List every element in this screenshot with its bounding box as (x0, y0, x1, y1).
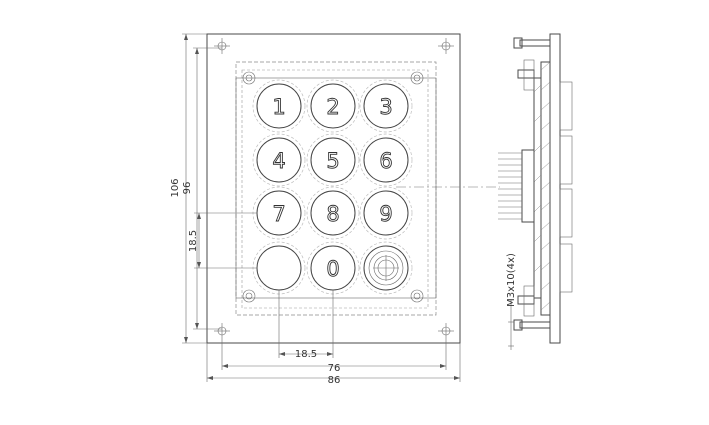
screw-head (410, 289, 424, 303)
side-view: M3x10(4x) (498, 33, 573, 350)
front-view: 1 2 3 4 5 6 (206, 33, 500, 344)
side-key-cap (559, 81, 573, 131)
dim-height-outer: 106 (170, 178, 181, 197)
key-label: 9 (379, 202, 392, 226)
side-key-cap (559, 188, 573, 238)
key-label: 4 (272, 149, 285, 173)
side-key-cap (559, 135, 573, 185)
side-key-cap (559, 243, 573, 293)
key-blank (252, 241, 306, 295)
side-connector-pins (498, 149, 535, 223)
screw-head (242, 289, 256, 303)
key-label: 6 (379, 149, 392, 173)
key-4: 4 (252, 133, 306, 187)
screw-spec-label: M3x10(4x) (506, 253, 517, 307)
plate-mounting-holes (214, 38, 454, 339)
key-0: 0 (306, 241, 360, 295)
side-pcb (533, 77, 542, 299)
key-label: 1 (272, 95, 285, 119)
key-label: 7 (272, 202, 285, 226)
screw-head (410, 71, 424, 85)
dim-width-outer: 86 (328, 375, 341, 386)
dim-key-pitch-vertical: 18.5 (188, 230, 199, 252)
dim-height-inner: 96 (182, 182, 193, 195)
dimensions: 106 96 18.5 18.5 76 86 (170, 33, 461, 386)
key-label: 2 (326, 95, 339, 119)
panel-screws (242, 71, 424, 303)
side-nut-bottom (517, 295, 535, 305)
side-nut-top (517, 69, 535, 79)
led-indicator (359, 241, 413, 295)
side-hatching (533, 61, 551, 311)
key-5: 5 (306, 133, 360, 187)
key-8: 8 (306, 186, 360, 240)
dim-key-pitch-horizontal: 18.5 (295, 349, 317, 360)
key-3: 3 (359, 79, 413, 133)
key-label: 8 (326, 202, 339, 226)
outer-plate-outline (206, 33, 461, 344)
side-screw-bottom (519, 321, 551, 329)
key-label: 3 (379, 95, 392, 119)
key-6: 6 (359, 133, 413, 187)
side-screw-top (519, 39, 551, 47)
key-2: 2 (306, 79, 360, 133)
key-label: 5 (326, 149, 339, 173)
key-label: 0 (326, 257, 339, 281)
key-1: 1 (252, 79, 306, 133)
inner-panel-outline-2 (241, 69, 429, 309)
key-7: 7 (252, 186, 306, 240)
key-9: 9 (359, 186, 413, 240)
screw-head (242, 71, 256, 85)
dim-width-inner: 76 (328, 363, 341, 374)
pcb-outline (235, 77, 437, 299)
side-front-plate (549, 33, 561, 344)
